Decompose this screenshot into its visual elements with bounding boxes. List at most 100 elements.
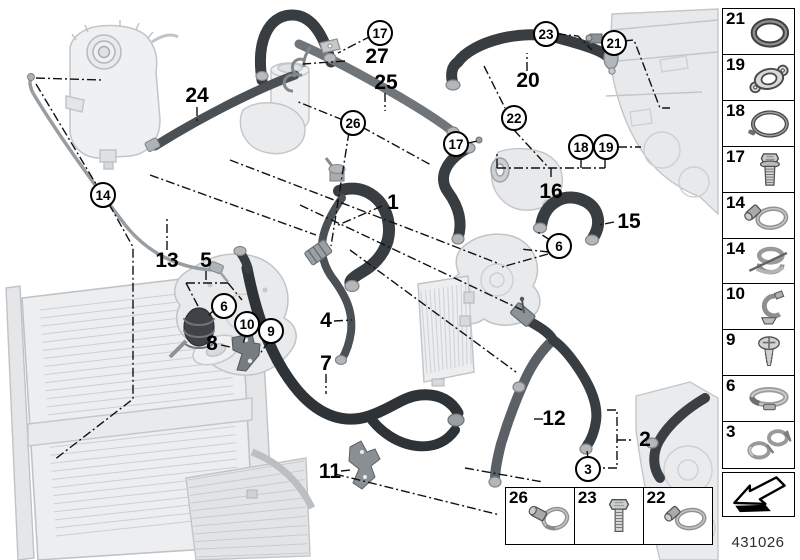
bottom-parts-row: 26 23 22: [505, 487, 714, 545]
lower-cooler: [185, 448, 316, 560]
callout-circled-22[interactable]: 22: [501, 105, 527, 131]
hose-4: [317, 194, 356, 363]
hose-1-flange: [324, 157, 346, 182]
diagram-art: [5, 8, 719, 560]
hoses: [150, 9, 710, 485]
part-number-label: 21: [726, 9, 745, 28]
o-ring-icon: [744, 13, 794, 51]
sidebar-part-19[interactable]: 19: [722, 53, 795, 102]
expansion-tank: [65, 20, 179, 170]
callout-circled-6[interactable]: 6: [546, 233, 572, 259]
part-number-label: 18: [726, 100, 745, 120]
worm-clamp-icon: [664, 493, 712, 539]
callout-15[interactable]: 15: [617, 210, 641, 233]
sidebar-part-14[interactable]: 14: [722, 191, 795, 240]
hose-12: [490, 335, 558, 485]
callout-circled-9[interactable]: 9: [258, 318, 284, 344]
part-number-label: 3: [726, 422, 736, 442]
part-number-label: 14: [726, 238, 745, 258]
pan-head-screw-icon: [744, 334, 794, 372]
hose-16-stub: [438, 142, 474, 244]
bracket-11: [348, 440, 381, 490]
callout-7[interactable]: 7: [320, 352, 332, 375]
callout-circled-19[interactable]: 19: [593, 134, 619, 160]
part-number-label: 10: [726, 284, 745, 304]
sidebar-part-10[interactable]: 10: [722, 283, 795, 332]
callout-27[interactable]: 27: [365, 45, 389, 68]
sidebar-part-17[interactable]: 17: [722, 145, 795, 194]
hex-bolt-icon: [595, 493, 643, 539]
callout-circled-17[interactable]: 17: [443, 131, 469, 157]
callout-circled-23[interactable]: 23: [533, 21, 559, 47]
callout-circled-26[interactable]: 26: [340, 110, 366, 136]
aux-pump-connector: [510, 302, 536, 327]
callout-1[interactable]: 1: [387, 191, 399, 214]
sidebar-part-14[interactable]: 14: [722, 237, 795, 286]
lower-cooler-fins: [187, 460, 309, 558]
callout-circled-21[interactable]: 21: [601, 30, 627, 56]
engine-block: [605, 8, 719, 216]
vent-pipe: [27, 73, 229, 283]
part-number-label: 26: [509, 488, 528, 507]
thermostat-outlet: [490, 147, 563, 211]
part-number-label: 19: [726, 54, 745, 74]
worm-clamp-angled-icon: [527, 493, 575, 539]
mount-rubber: [168, 307, 215, 359]
hose-4-connector: [304, 239, 333, 266]
hose-1: [333, 182, 395, 291]
callout-circled-17[interactable]: 17: [367, 20, 393, 46]
callout-circled-3[interactable]: 3: [575, 456, 601, 482]
direction-arrow-icon: [728, 471, 790, 518]
bottom-part-22[interactable]: 22: [642, 487, 714, 545]
part-number-label: 23: [577, 488, 597, 507]
callout-4[interactable]: 4: [320, 309, 332, 332]
callout-circled-14[interactable]: 14: [90, 182, 116, 208]
hose-24: [150, 70, 300, 151]
callout-20[interactable]: 20: [516, 69, 540, 92]
callout-16[interactable]: 16: [539, 180, 563, 203]
clamp-with-pin-icon: [744, 242, 794, 280]
transmission-oil-cooler: [417, 275, 475, 387]
parts-sidebar: 21 19 18 17 14 14 10 9 6 3: [722, 8, 795, 517]
part-number-label: 22: [646, 488, 666, 507]
bottom-part-23[interactable]: 23: [573, 487, 645, 545]
sidebar-part-6[interactable]: 6: [722, 375, 795, 423]
callout-13[interactable]: 13: [155, 249, 179, 272]
sidebar-part-9[interactable]: 9: [722, 329, 795, 377]
callout-25[interactable]: 25: [374, 71, 398, 94]
hose-7: [241, 262, 464, 425]
sidebar-part-3[interactable]: 3: [722, 421, 795, 469]
sidebar-part-18[interactable]: 18: [722, 99, 795, 148]
hose-top-loop: [255, 9, 337, 86]
callout-8[interactable]: 8: [206, 332, 218, 355]
part-number-label: 6: [726, 376, 736, 396]
hose-2: [548, 335, 602, 452]
callout-24[interactable]: 24: [185, 84, 209, 107]
clamp-ring-icon: [744, 380, 794, 418]
pipe-clip-icon: [744, 288, 794, 326]
hose-7-branch: [364, 411, 460, 452]
bracket-27-hooks: [282, 38, 341, 93]
hose-transmission: [649, 393, 710, 483]
callout-circled-6[interactable]: 6: [211, 293, 237, 319]
bracket-8: [231, 332, 261, 372]
callout-circled-18[interactable]: 18: [568, 134, 594, 160]
callout-5[interactable]: 5: [200, 249, 212, 272]
hose-15: [535, 191, 605, 244]
bottom-part-26[interactable]: 26: [505, 487, 576, 545]
callout-circled-10[interactable]: 10: [234, 311, 260, 337]
hose-20: [446, 29, 613, 90]
continuation-arrow-box[interactable]: [722, 471, 795, 518]
part-number-label: 14: [726, 192, 745, 212]
part-number-label: 17: [726, 146, 745, 166]
callout-2[interactable]: 2: [639, 428, 651, 451]
flange-bolt-icon: [744, 151, 794, 189]
callout-11[interactable]: 11: [318, 460, 342, 483]
callout-12[interactable]: 12: [542, 407, 566, 430]
flange-gasket-icon: [744, 59, 794, 97]
spring-clamps-icon: [744, 426, 794, 464]
sidebar-part-21[interactable]: 21: [722, 8, 795, 56]
part-number-label: 9: [726, 330, 736, 350]
